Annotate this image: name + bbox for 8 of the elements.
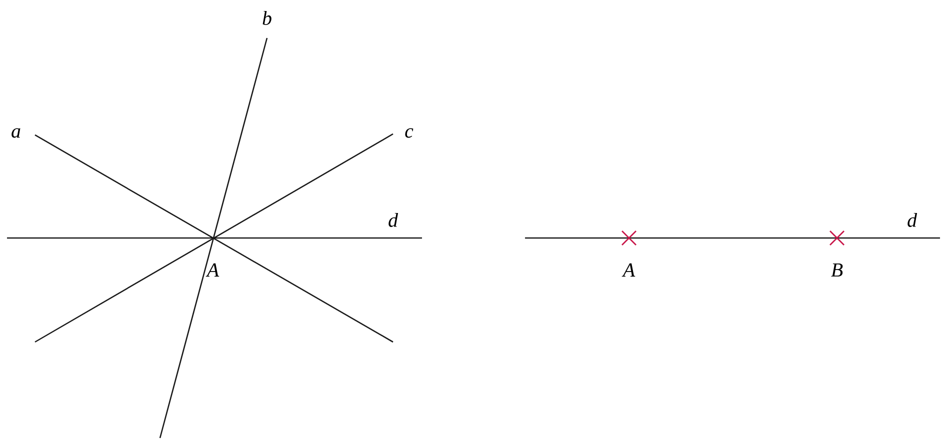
point-label: B — [831, 263, 843, 277]
line-label: a — [12, 128, 20, 138]
line-label: d — [388, 212, 398, 227]
point-label: A — [206, 263, 220, 277]
line-label: c — [405, 128, 414, 138]
point-label: A — [622, 263, 636, 277]
line-label: b — [262, 10, 272, 25]
line-label: d — [908, 212, 918, 227]
